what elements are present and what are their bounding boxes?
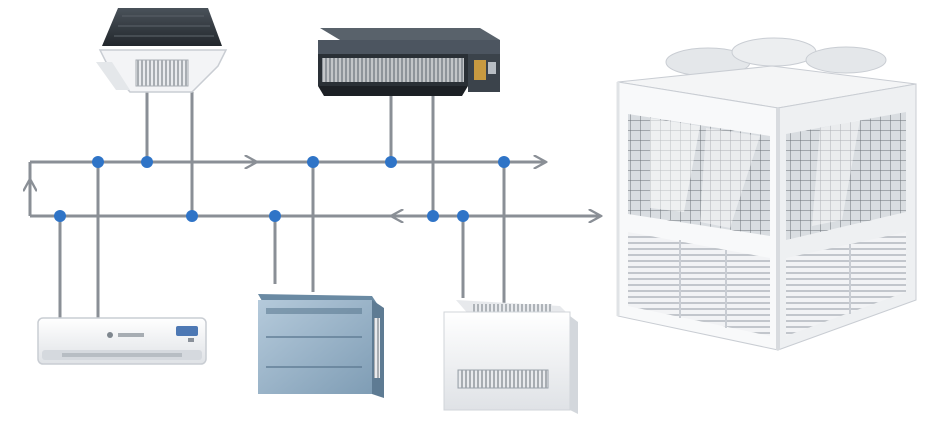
junction-node (498, 156, 510, 168)
wall-split-icon (37, 317, 207, 365)
junction-node (457, 210, 469, 222)
junction-node (427, 210, 439, 222)
pipe-network (30, 92, 600, 318)
floor-console-icon (443, 300, 578, 414)
ducted-fan-coil-icon (318, 28, 500, 96)
junction-node (54, 210, 66, 222)
vertical-fan-coil-icon (258, 294, 384, 398)
ceiling-cassette-icon (96, 8, 228, 93)
chiller-icon (616, 37, 917, 351)
junction-node (186, 210, 198, 222)
junction-node (269, 210, 281, 222)
junction-node (141, 156, 153, 168)
junction-node (92, 156, 104, 168)
junction-nodes (54, 156, 510, 222)
junction-node (385, 156, 397, 168)
junction-node (307, 156, 319, 168)
